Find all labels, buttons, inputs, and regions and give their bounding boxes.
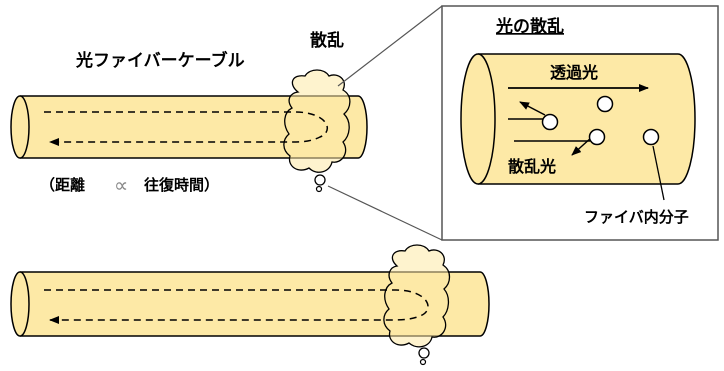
top-cloud-bubble-large bbox=[314, 174, 326, 186]
top-scatter-cloud bbox=[283, 69, 351, 173]
bottom-fiber-left-end bbox=[10, 271, 30, 337]
top-fiber-right-end bbox=[357, 95, 368, 159]
fiber-molecule-circle bbox=[588, 128, 606, 146]
bottom-cloud-bubble-small bbox=[419, 358, 427, 366]
molecule-pointer-line bbox=[652, 145, 665, 201]
fiber-molecule-circle bbox=[596, 95, 614, 113]
cable-label: 光ファイバーケーブル bbox=[75, 50, 245, 71]
distance-prefix-label: （距離 bbox=[40, 176, 85, 194]
bottom-scatter-cloud bbox=[383, 244, 451, 348]
bottom-cloud-bubble-large bbox=[418, 347, 430, 359]
top-round-trip-path bbox=[44, 111, 329, 146]
transmitted-light-label: 透過光 bbox=[550, 63, 598, 82]
proportional-symbol: ∝ bbox=[114, 173, 128, 197]
fiber-molecule-circle bbox=[642, 128, 660, 146]
zoom-line-top bbox=[337, 5, 443, 87]
panel-title: 光の散乱 bbox=[495, 16, 564, 37]
bottom-fiber-right-end bbox=[479, 271, 490, 337]
scattered-light-arrow-upper bbox=[519, 101, 546, 116]
zoomed-fiber-left-end bbox=[460, 53, 496, 185]
zoom-line-bottom bbox=[327, 185, 443, 241]
top-cloud-bubble-small bbox=[315, 185, 323, 193]
scattered-light-label: 散乱光 bbox=[508, 157, 556, 176]
fiber-molecule-label: ファイバ内分子 bbox=[584, 208, 689, 226]
scatter-label: 散乱 bbox=[310, 30, 344, 51]
fiber-molecule-circle bbox=[541, 113, 559, 131]
zoomed-fiber-right-end bbox=[677, 53, 696, 185]
scattered-light-arrow-lower bbox=[571, 136, 593, 156]
top-fiber-left-end bbox=[10, 95, 30, 159]
distance-suffix-label: 往復時間） bbox=[144, 176, 219, 194]
